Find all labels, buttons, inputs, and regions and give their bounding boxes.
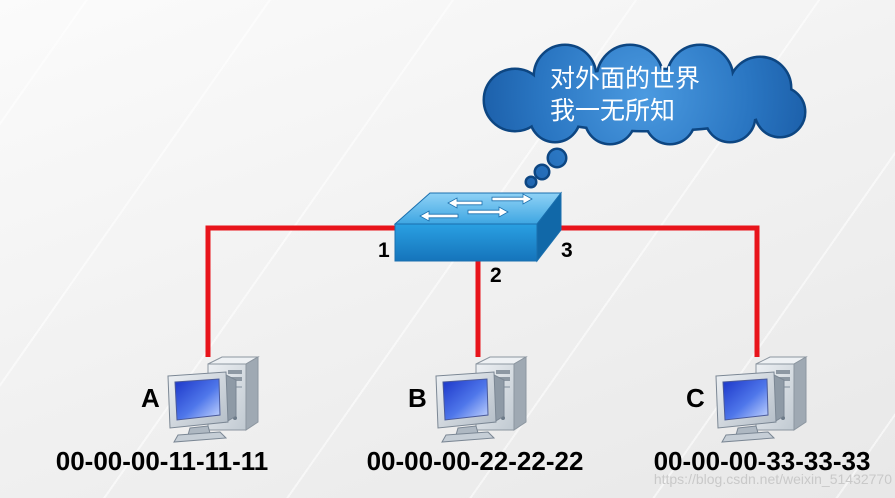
mac-address-a: 00-00-00-11-11-11 — [42, 448, 282, 474]
computer-a-icon — [168, 357, 258, 442]
mac-address-b: 00-00-00-22-22-22 — [355, 448, 595, 474]
port-label-2: 2 — [490, 265, 502, 287]
host-label-a: A — [141, 385, 160, 411]
host-label-b: B — [408, 385, 427, 411]
computer-b-icon — [436, 357, 526, 442]
host-label-c: C — [686, 385, 705, 411]
port-label-3: 3 — [561, 240, 573, 262]
cloud-text-line-1: 对外面的世界 — [550, 65, 700, 93]
link-port-1 — [208, 228, 395, 357]
port-label-1: 1 — [378, 240, 390, 262]
link-port-3 — [558, 228, 757, 357]
network-switch-icon — [395, 193, 561, 261]
watermark-text: https://blog.csdn.net/weixin_51432770 — [654, 470, 892, 488]
cloud-text-line-2: 我一无所知 — [550, 97, 675, 125]
computer-c-icon — [716, 357, 806, 442]
